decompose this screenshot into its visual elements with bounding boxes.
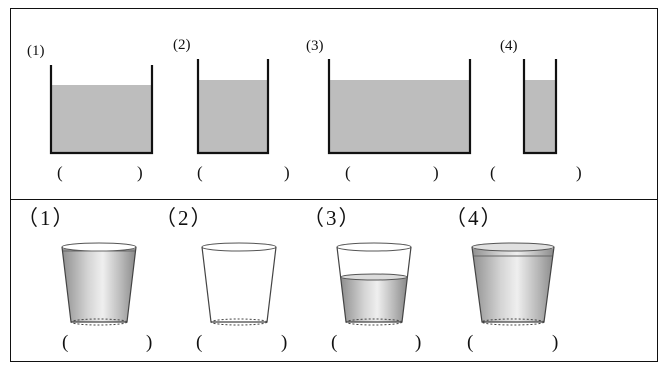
cup-1-label: （1） bbox=[17, 206, 76, 230]
container-1-water bbox=[51, 85, 152, 153]
cup-3-answer-close: ) bbox=[415, 332, 422, 353]
cup-1-rim bbox=[61, 242, 137, 252]
cup-4-label: （4） bbox=[445, 206, 504, 230]
container-3-label: (3) bbox=[306, 38, 324, 54]
container-1-answer-close: ) bbox=[137, 163, 143, 182]
cup-4-outline bbox=[471, 246, 555, 323]
cup-3 bbox=[336, 242, 412, 326]
cup-3-water-surface bbox=[340, 273, 408, 281]
container-2-water bbox=[198, 80, 268, 153]
container-2-answer-open: ( bbox=[197, 163, 203, 182]
cup-4-answer-close: ) bbox=[552, 332, 559, 353]
cup-4 bbox=[471, 242, 555, 326]
cup-3-water bbox=[341, 278, 407, 322]
cup-2-base bbox=[210, 318, 268, 326]
container-4-answer-close: ) bbox=[576, 163, 582, 182]
container-1-walls bbox=[49, 65, 154, 155]
cup-3-label: （3） bbox=[303, 206, 362, 230]
cup-4-answer-open: ( bbox=[467, 332, 474, 353]
cup-1-answer-open: ( bbox=[62, 332, 69, 353]
cup-2-answer-close: ) bbox=[281, 332, 288, 353]
container-3-walls bbox=[327, 59, 472, 155]
container-1 bbox=[49, 65, 154, 155]
container-4 bbox=[522, 59, 558, 155]
cup-4-water bbox=[472, 249, 554, 322]
cup-2 bbox=[201, 242, 277, 326]
container-2-walls bbox=[196, 59, 270, 155]
cup-1 bbox=[61, 242, 137, 326]
container-1-label: (1) bbox=[27, 43, 45, 59]
container-1-answer-open: ( bbox=[57, 163, 63, 182]
container-3-answer-close: ) bbox=[433, 163, 439, 182]
container-2-label: (2) bbox=[173, 37, 191, 53]
section-divider bbox=[10, 199, 658, 200]
container-4-walls bbox=[522, 59, 558, 155]
container-4-label: (4) bbox=[500, 38, 518, 54]
container-2 bbox=[196, 59, 270, 155]
cup-2-label: （2） bbox=[155, 206, 214, 230]
cup-1-outline bbox=[61, 246, 137, 323]
cup-2-outline bbox=[201, 246, 277, 323]
cup-4-rim bbox=[471, 242, 555, 252]
cup-3-rim bbox=[336, 242, 412, 252]
worksheet-frame bbox=[10, 8, 658, 362]
cup-2-answer-open: ( bbox=[196, 332, 203, 353]
cup-3-answer-open: ( bbox=[331, 332, 338, 353]
cup-3-outline bbox=[336, 246, 412, 323]
container-4-answer-open: ( bbox=[490, 163, 496, 182]
cup-1-water bbox=[62, 249, 136, 322]
container-3-answer-open: ( bbox=[345, 163, 351, 182]
cup-1-base bbox=[70, 318, 128, 326]
container-3-water bbox=[329, 80, 470, 153]
container-3 bbox=[327, 59, 472, 155]
cup-4-base bbox=[481, 318, 545, 326]
cup-2-rim bbox=[201, 242, 277, 252]
container-2-answer-close: ) bbox=[284, 163, 290, 182]
container-4-water bbox=[524, 80, 556, 153]
cup-3-base bbox=[345, 318, 403, 326]
cup-1-answer-close: ) bbox=[146, 332, 153, 353]
